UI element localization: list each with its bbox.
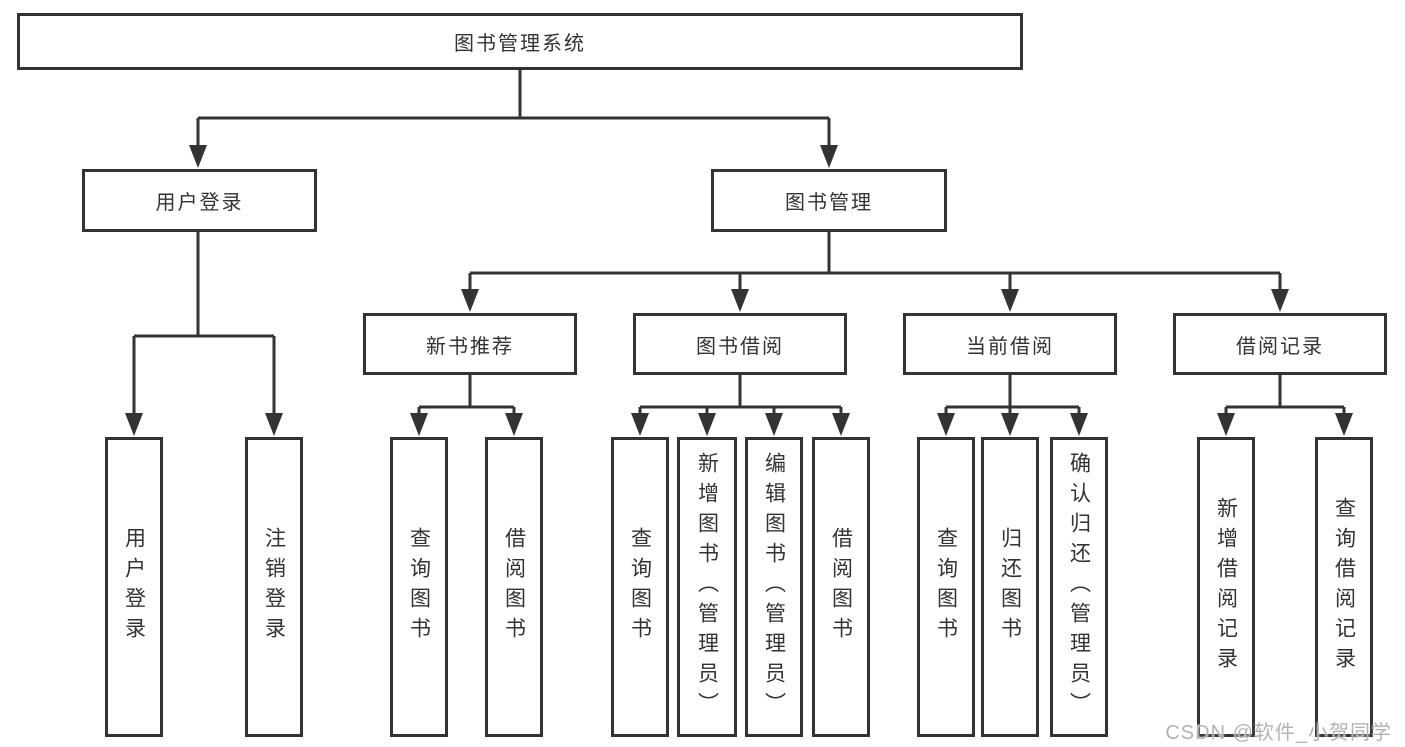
arrowheads-level2: [189, 145, 838, 168]
node-book-borrow: 图书借阅: [633, 313, 847, 375]
node-book-management: 图书管理: [711, 169, 947, 232]
leaf-query-borrow-record: 查询借阅记录: [1315, 437, 1373, 737]
connector-current-borrow-children: [944, 373, 1081, 415]
node-label: 用户登录: [155, 192, 244, 214]
node-borrow-record: 借阅记录: [1173, 313, 1387, 375]
node-label: 用户登录: [122, 527, 146, 647]
node-label: 归还图书: [998, 527, 1022, 647]
node-user-login: 用户登录: [82, 169, 317, 232]
leaf-query-books-borrow: 查询图书: [611, 437, 669, 737]
node-label: 图书借阅: [696, 335, 784, 358]
node-label: 编辑图书（管理员）: [762, 452, 786, 722]
connector-borrow-record-children: [1224, 373, 1346, 415]
arrowheads-leaf-nodes: [410, 413, 1353, 436]
leaf-return-books: 归还图书: [981, 437, 1039, 737]
node-label: 图书管理系统: [454, 33, 586, 55]
connector-book-borrow-children: [638, 373, 843, 415]
leaf-borrow-books: 借阅图书: [812, 437, 870, 737]
node-root-library-system: 图书管理系统: [17, 13, 1023, 70]
node-label: 查询图书: [934, 527, 958, 647]
csdn-watermark: CSDN @软件_小贺同学: [1165, 722, 1392, 744]
leaf-edit-books-admin: 编辑图书（管理员）: [745, 437, 803, 737]
leaf-add-borrow-record: 新增借阅记录: [1197, 437, 1255, 737]
node-new-book-recommend: 新书推荐: [363, 313, 577, 375]
leaf-user-login: 用户登录: [105, 437, 163, 737]
node-label: 借阅图书: [502, 527, 526, 647]
node-label: 查询图书: [628, 527, 652, 647]
node-label: 借阅图书: [829, 527, 853, 647]
node-label: 新增图书（管理员）: [695, 452, 719, 722]
arrowheads-level3: [461, 289, 1289, 312]
node-label: 确认归还（管理员）: [1067, 452, 1091, 722]
node-label: 新书推荐: [426, 335, 514, 358]
node-label: 借阅记录: [1236, 335, 1324, 358]
node-label: 查询借阅记录: [1332, 497, 1356, 677]
leaf-confirm-return-admin: 确认归还（管理员）: [1050, 437, 1108, 737]
node-current-borrow: 当前借阅: [903, 313, 1117, 375]
connector-book-mgmt-to-level3: [468, 230, 1282, 292]
leaf-query-books-recommend: 查询图书: [390, 437, 448, 737]
leaf-add-books-admin: 新增图书（管理员）: [677, 437, 737, 737]
leaf-logout: 注销登录: [245, 437, 303, 737]
leaf-borrow-books-recommend: 借阅图书: [485, 437, 543, 737]
connector-new-book-children: [417, 373, 516, 415]
arrowheads-user-login-children: [125, 413, 283, 436]
leaf-query-books-current: 查询图书: [917, 437, 975, 737]
node-label: 当前借阅: [966, 335, 1054, 358]
node-label: 查询图书: [407, 527, 431, 647]
node-label: 注销登录: [262, 527, 286, 647]
node-label: 图书管理: [785, 192, 873, 214]
node-label: 新增借阅记录: [1214, 497, 1238, 677]
connector-root-to-level2: [196, 70, 831, 147]
connector-user-login-children: [132, 230, 276, 415]
